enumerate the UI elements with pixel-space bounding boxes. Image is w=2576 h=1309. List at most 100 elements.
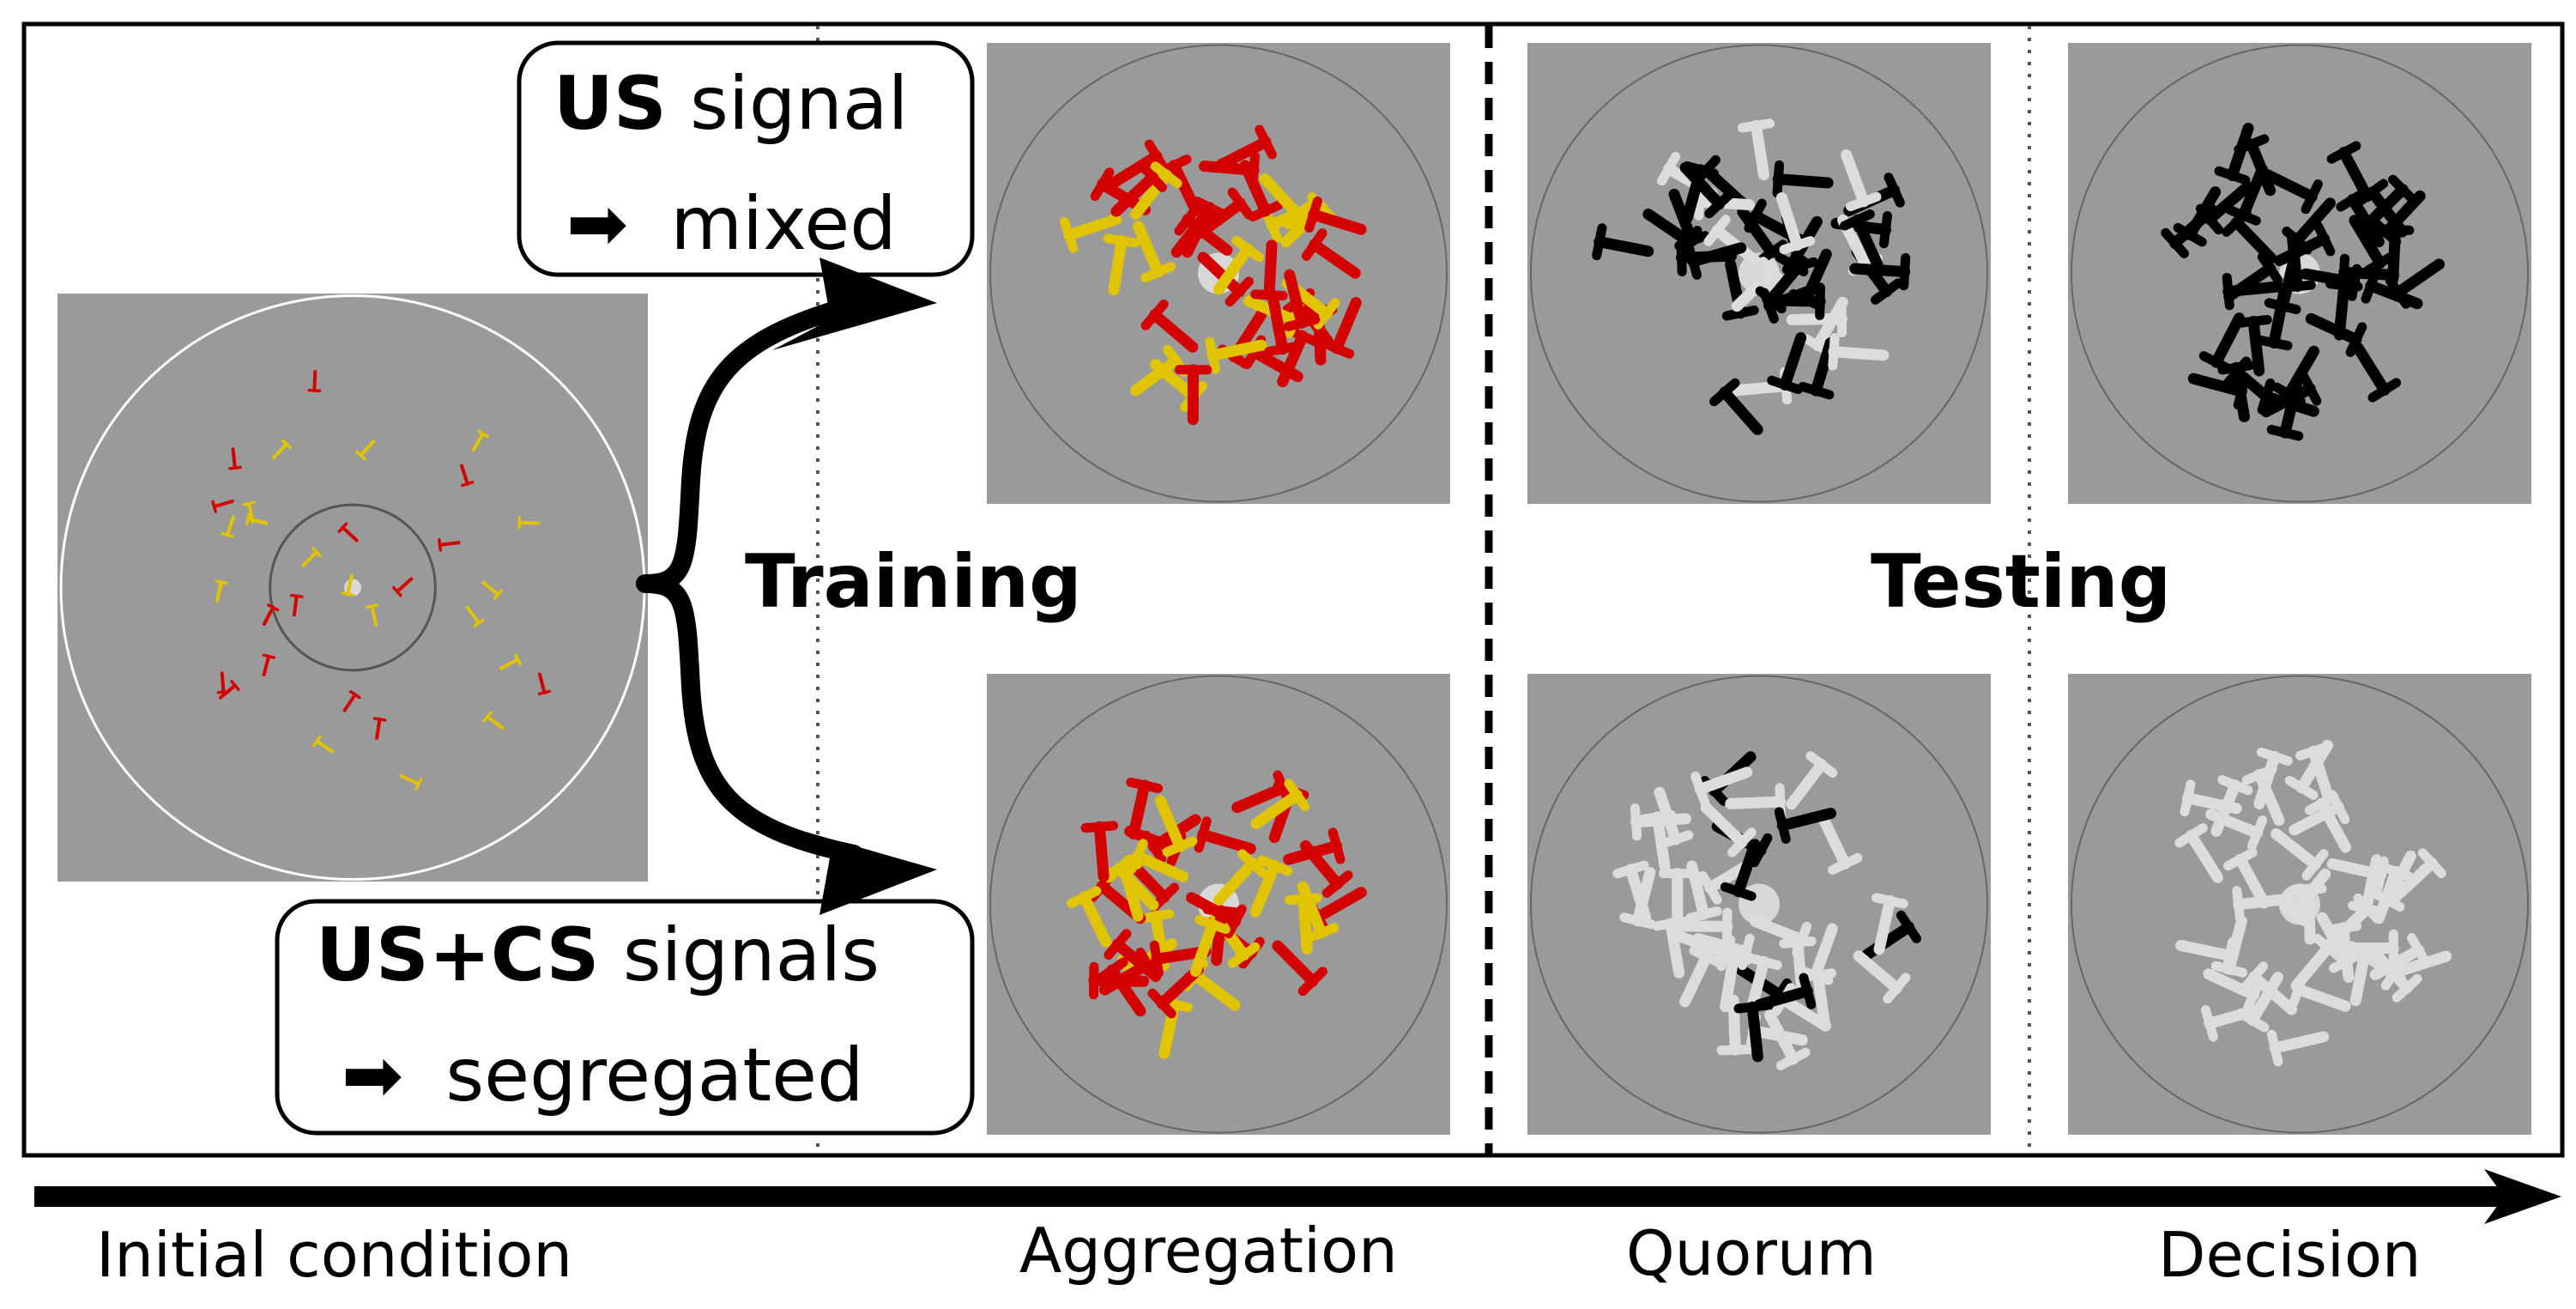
agent-marker	[2289, 883, 2327, 945]
agent-marker	[1264, 294, 1302, 357]
agent-marker	[1304, 196, 1367, 235]
us-signal-arrow-icon: ➡	[566, 181, 629, 267]
agent-marker	[372, 717, 387, 740]
agent-marker	[1126, 777, 1164, 840]
agent-marker	[2337, 929, 2399, 967]
agent-marker	[392, 577, 414, 597]
agent-marker	[482, 711, 505, 730]
arena-panel-us-decision	[2068, 43, 2531, 504]
uscs-signal-box	[275, 899, 975, 1136]
agent-marker	[1652, 916, 1690, 979]
agent-marker	[1110, 162, 1167, 217]
agent-marker	[399, 774, 423, 791]
agent-marker	[1733, 1000, 1771, 1063]
agent-marker	[1127, 839, 1189, 882]
arrowhead-up-icon	[772, 258, 937, 350]
agent-marker	[1849, 252, 1911, 291]
agent-marker	[2284, 739, 2333, 800]
agent-marker	[1679, 161, 1735, 219]
arena-panel-uscs-aggregation	[987, 674, 1450, 1135]
agent-marker	[1060, 214, 1122, 253]
us-signal-result: mixed	[670, 181, 897, 267]
agent-marker	[221, 515, 235, 538]
agent-marker	[1205, 336, 1267, 374]
agent-marker	[2325, 279, 2363, 341]
us-signal-line2: ➡ mixed	[566, 187, 897, 261]
timeline-initial-label: Initial condition	[96, 1219, 573, 1291]
agent-marker	[537, 672, 552, 696]
agent-marker	[2225, 163, 2268, 226]
agent-marker	[342, 690, 361, 712]
agent-marker	[2203, 968, 2265, 1013]
arena-panel-us-quorum	[1527, 43, 1991, 504]
agent-marker	[1239, 160, 1284, 222]
main-frame	[21, 21, 2565, 1158]
agent-marker	[1716, 994, 1755, 1056]
agent-marker	[1272, 940, 1327, 997]
agent-marker	[2371, 190, 2426, 247]
agent-marker	[1154, 795, 1198, 858]
agent-marker	[499, 653, 523, 670]
agent-marker	[262, 603, 280, 627]
arena-boundary	[1530, 675, 1988, 1134]
phase-testing-label: Testing	[1871, 539, 2172, 625]
arena-boundary	[2071, 44, 2529, 503]
agent-marker	[471, 429, 489, 452]
timeline-aggregation-label: Aggregation	[1019, 1215, 1398, 1287]
agent-marker	[2205, 809, 2268, 851]
agent-marker	[2385, 258, 2445, 309]
agent-marker	[1212, 849, 1268, 906]
agent-marker	[1250, 239, 1288, 301]
agent-marker	[1619, 867, 1656, 930]
agent-marker	[1299, 839, 1353, 898]
agent-marker	[312, 735, 335, 754]
agent-marker	[1673, 930, 1736, 972]
agent-marker	[1841, 148, 1882, 212]
agent-marker	[1737, 118, 1775, 181]
agent-marker	[307, 370, 322, 392]
brace-icon	[636, 295, 863, 864]
agent-marker	[242, 500, 256, 524]
agent-marker	[2253, 747, 2293, 810]
agent-marker	[1250, 779, 1310, 830]
agent-marker	[2174, 823, 2223, 883]
agent-marker	[1319, 296, 1362, 359]
agent-marker	[1668, 188, 1710, 251]
agent-marker	[2390, 848, 2446, 903]
agent-marker	[1098, 948, 1160, 996]
uscs-signal-result: segregated	[445, 1033, 864, 1118]
agent-marker	[1731, 257, 1787, 312]
agent-marker	[2200, 1004, 2264, 1042]
agent-marker	[1720, 839, 1761, 901]
panel-layer	[57, 43, 2531, 1135]
agent-marker	[466, 606, 485, 628]
agent-marker	[1197, 251, 1254, 307]
agent-marker	[215, 579, 228, 603]
agent-marker	[1786, 300, 1847, 338]
timeline-decision-label: Decision	[2158, 1219, 2422, 1291]
agent-marker	[1103, 233, 1140, 296]
uscs-signal-line1: US+CS signals	[316, 918, 880, 992]
agent-marker	[2304, 791, 2351, 853]
agent-marker	[365, 603, 379, 627]
agent-marker	[1189, 914, 1231, 978]
agent-marker	[2274, 221, 2336, 267]
agent-marker	[1775, 192, 1816, 255]
agent-marker	[1080, 821, 1118, 882]
agent-marker	[1249, 855, 1293, 918]
timeline-quorum-label: Quorum	[1626, 1217, 1877, 1289]
agent-marker	[1283, 269, 1321, 331]
arena-boundary	[2071, 675, 2529, 1134]
agent-marker	[1174, 364, 1212, 426]
agent-marker	[2198, 312, 2245, 374]
us-signal-bold: US	[553, 61, 667, 147]
agent-marker	[2271, 827, 2329, 881]
agent-marker	[1774, 807, 1837, 844]
agent-marker	[1679, 946, 1724, 1008]
agent-marker	[2370, 850, 2416, 912]
agent-marker	[1140, 299, 1199, 353]
agent-marker	[1096, 957, 1146, 1017]
agent-marker	[1700, 802, 1757, 858]
arena-panel-uscs-quorum	[1527, 674, 1991, 1135]
